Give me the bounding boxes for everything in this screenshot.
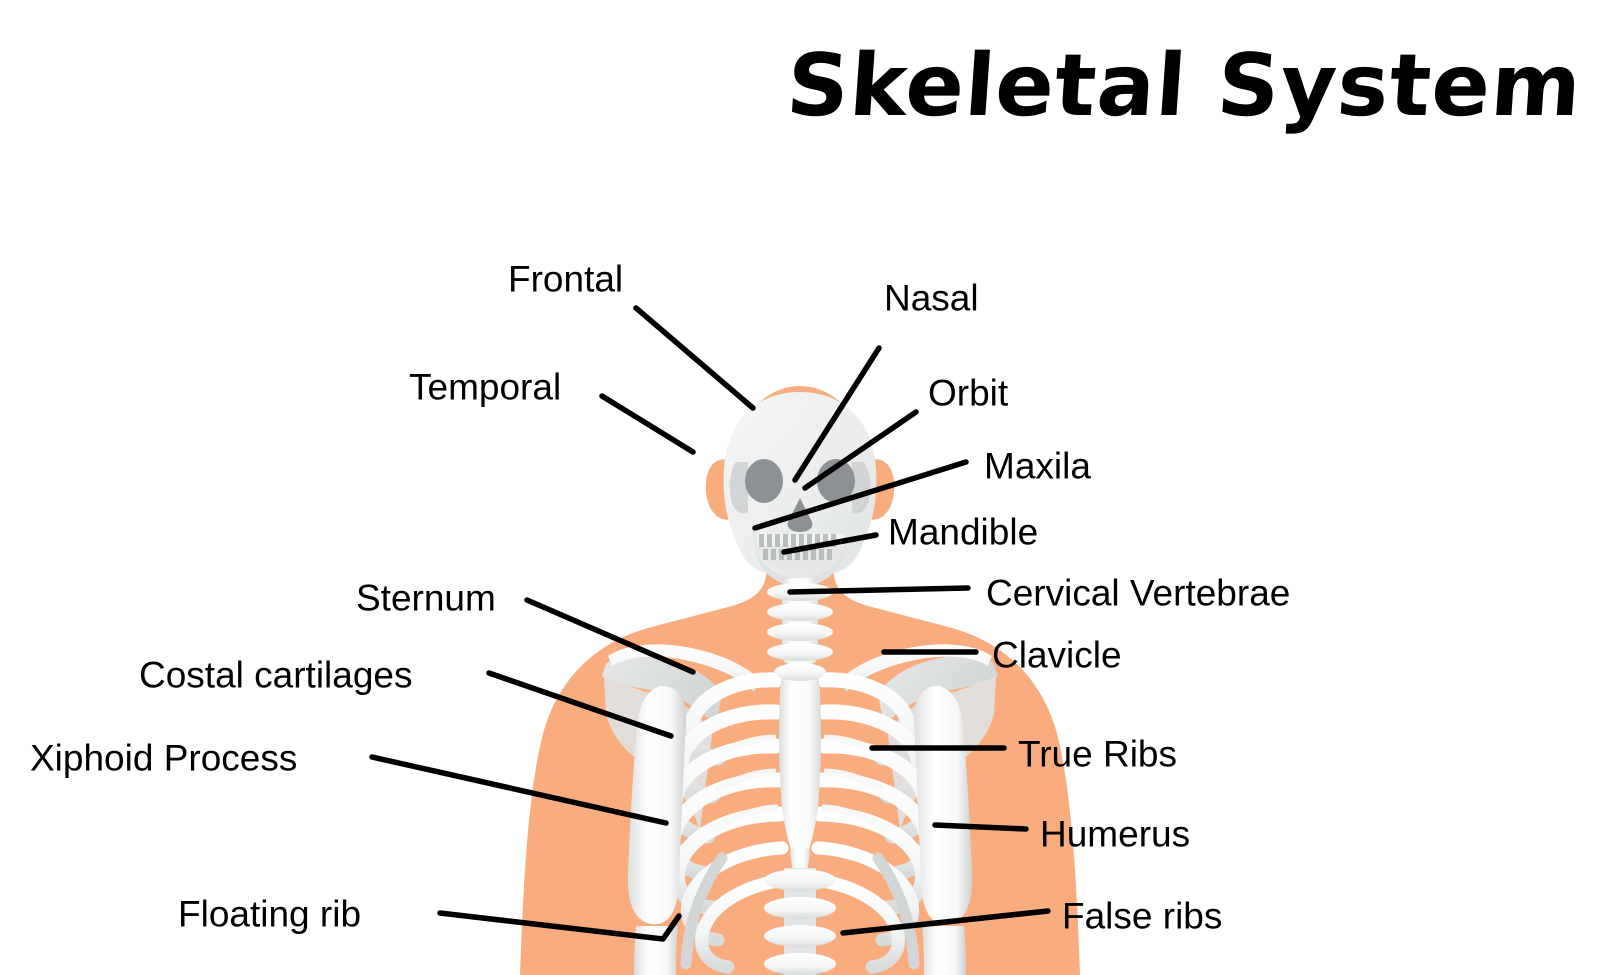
skull xyxy=(723,392,877,586)
label-mandible: Mandible xyxy=(888,511,1039,553)
leader-line-floating-rib xyxy=(437,910,682,942)
mandible xyxy=(754,540,846,586)
temporal-bone xyxy=(729,462,748,514)
leader-line-humerus xyxy=(932,822,1029,832)
label-nasal: Nasal xyxy=(884,277,979,319)
leader-line-costal-cartilages xyxy=(486,670,674,739)
leader-lines xyxy=(369,305,1051,942)
label-false-ribs: False ribs xyxy=(1062,895,1223,937)
label-xiphoid-process: Xiphoid Process xyxy=(30,737,298,779)
label-true-ribs: True Ribs xyxy=(1018,733,1178,775)
leader-line-frontal xyxy=(633,305,756,411)
leader-line-orbit xyxy=(802,409,919,491)
label-clavicle: Clavicle xyxy=(992,634,1122,676)
label-temporal: Temporal xyxy=(409,366,562,408)
label-maxila: Maxila xyxy=(984,445,1091,487)
clavicle-right xyxy=(840,644,992,692)
leader-line-false-ribs xyxy=(840,908,1051,936)
leader-line-nasal xyxy=(792,345,882,483)
false-ribs xyxy=(680,841,920,974)
label-floating-rib: Floating rib xyxy=(178,893,362,935)
leader-line-cervical-vertebrae xyxy=(787,585,971,595)
label-cervical-vertebrae: Cervical Vertebrae xyxy=(986,572,1291,614)
label-frontal: Frontal xyxy=(508,258,624,300)
leader-line-temporal xyxy=(599,393,696,455)
leader-line-xiphoid-process xyxy=(369,754,669,826)
clavicle-left xyxy=(608,644,760,692)
humerus-left xyxy=(627,685,687,925)
orbit-left xyxy=(745,459,783,503)
leader-line-maxila xyxy=(752,459,969,531)
label-orbit: Orbit xyxy=(928,372,1009,414)
lumbar-vertebrae xyxy=(764,868,836,975)
label-sternum: Sternum xyxy=(356,577,496,619)
label-costal-cartilages: Costal cartilages xyxy=(139,654,413,696)
leader-line-sternum xyxy=(524,597,696,675)
floating-ribs xyxy=(680,852,920,970)
leader-line-mandible xyxy=(781,532,879,555)
label-humerus: Humerus xyxy=(1040,813,1191,855)
